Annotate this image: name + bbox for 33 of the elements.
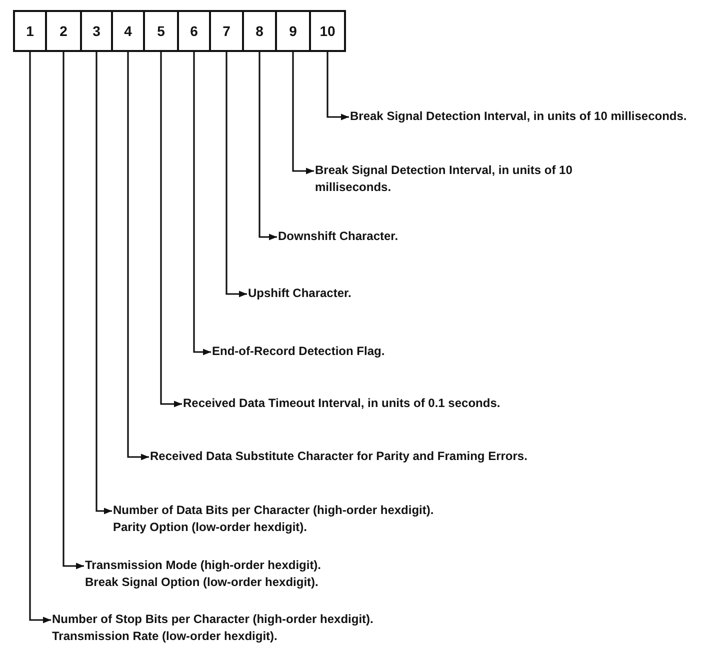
field-description: Transmission Mode (high-order hexdigit). — [85, 557, 322, 574]
field-cell: 4 — [111, 10, 145, 52]
field-description: Number of Data Bits per Character (high-order hexdigit). — [113, 502, 435, 519]
field-cell: 2 — [45, 10, 82, 52]
field-description: Upshift Character. — [248, 285, 352, 302]
leader-line — [326, 52, 349, 120]
leader-line — [292, 52, 314, 174]
field-description: Break Signal Option (low-order hexdigit). — [85, 574, 320, 591]
field-cell: 9 — [275, 10, 311, 52]
leader-line — [29, 52, 51, 624]
field-cell: 6 — [177, 10, 211, 52]
leader-line — [127, 52, 149, 460]
leader-line — [226, 52, 247, 298]
field-description: Received Data Timeout Interval, in units of 0.1 seconds. — [183, 395, 502, 412]
field-description: Received Data Substitute Character for Parity and Framing Errors. — [150, 448, 528, 465]
field-cell: 7 — [209, 10, 244, 52]
leader-line — [62, 52, 84, 570]
field-description: Break Signal Detection Interval, in units of 10 milliseconds. — [350, 108, 688, 125]
leader-line — [96, 52, 112, 514]
field-description: Transmission Rate (low-order hexdigit). — [52, 628, 278, 645]
leader-line — [258, 52, 277, 240]
field-cell: 10 — [309, 10, 346, 52]
field-cell: 5 — [143, 10, 179, 52]
field-description: Downshift Character. — [278, 228, 400, 245]
field-cell: 1 — [13, 10, 47, 52]
field-cell: 3 — [80, 10, 113, 52]
leader-line — [193, 52, 211, 356]
field-description: Break Signal Detection Interval, in units of 10 milliseconds. — [315, 162, 574, 196]
field-description: Parity Option (low-order hexdigit). — [113, 519, 308, 536]
field-description: End-of-Record Detection Flag. — [212, 343, 386, 360]
field-description: Number of Stop Bits per Character (high-order hexdigit). — [52, 611, 374, 628]
leader-line — [160, 52, 182, 408]
field-cell: 8 — [242, 10, 277, 52]
